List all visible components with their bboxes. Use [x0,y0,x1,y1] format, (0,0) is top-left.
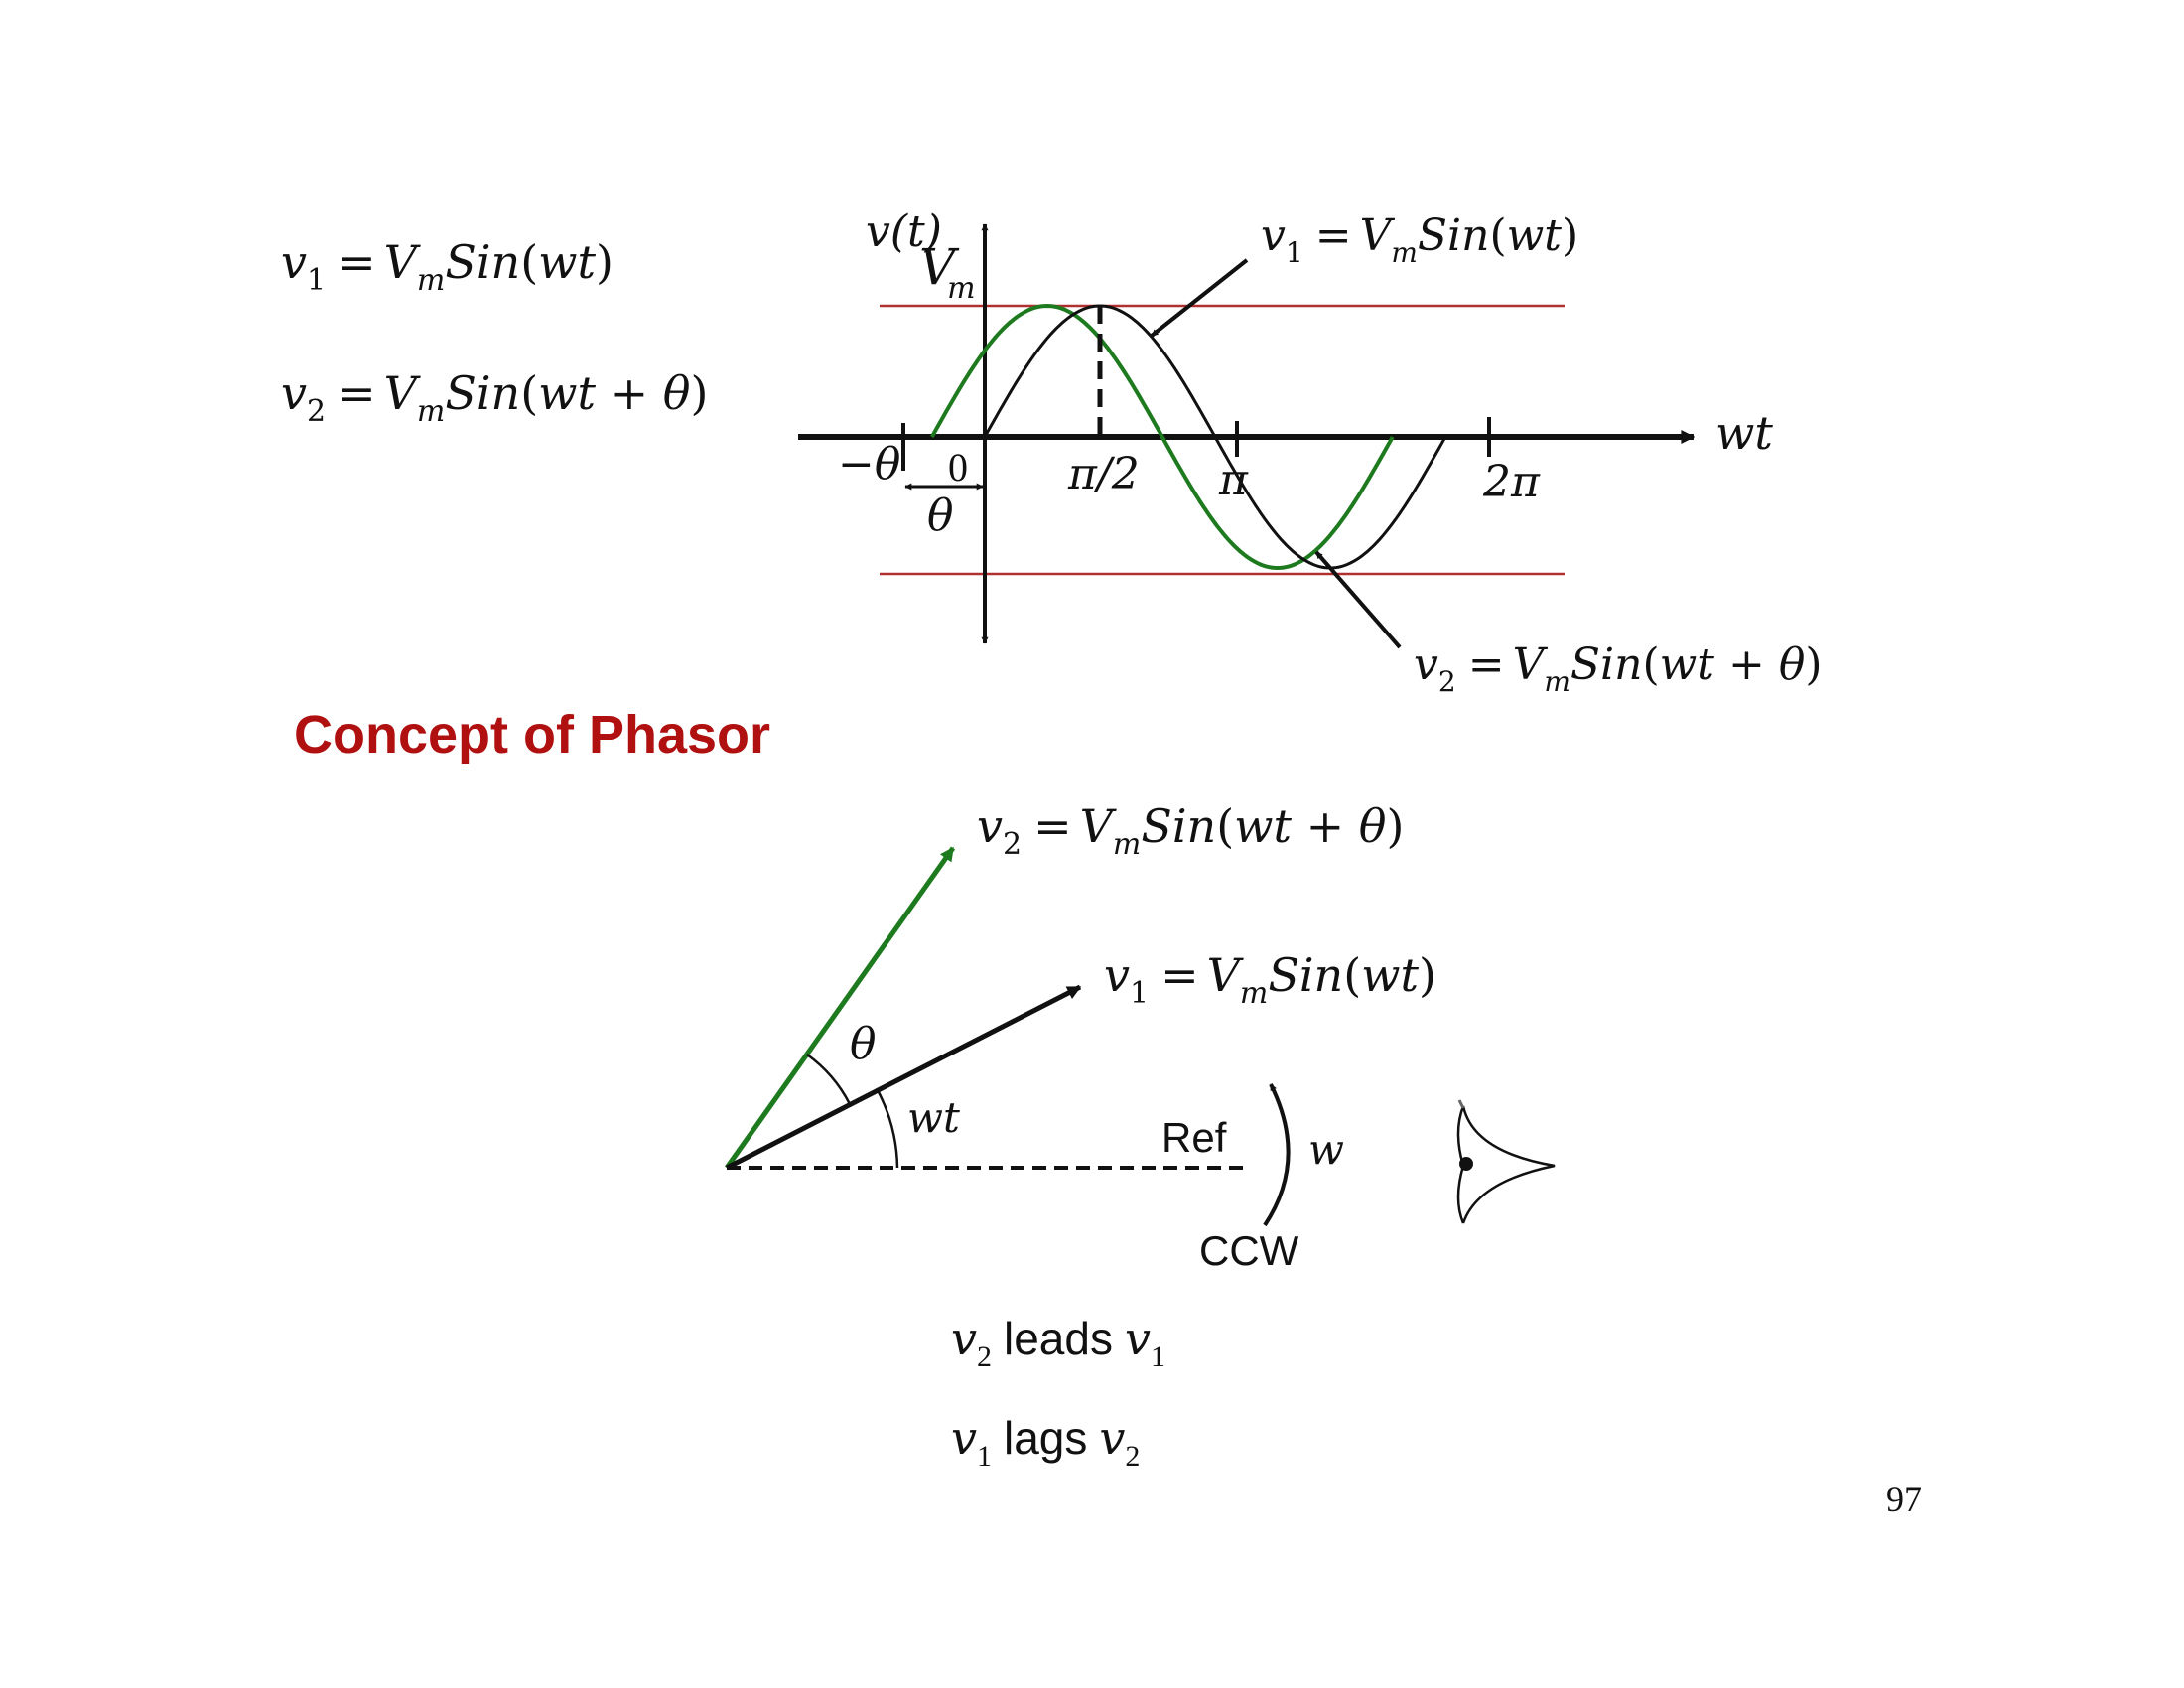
equation-v1: v1=VmSin(wt) [281,235,614,298]
callout-label-v1: v1=VmSin(wt) [1261,211,1578,269]
x-axis-label: wt [1715,406,1773,460]
rotation-label: CCW [1199,1227,1299,1274]
page-number: 97 [1886,1479,1922,1519]
wave-v1 [983,304,1447,570]
phasor-v1-arrow [725,984,1082,1171]
waveform-plot: v(t) Vm wt −θ 0 π/2 π 2π θ v1=VmSin(wt) … [798,207,1823,698]
theta-span-label: θ [927,491,954,541]
angle-label-wt: wt [907,1093,960,1142]
tick-label-zero: 0 [948,445,968,490]
tick-label-pi: π [1218,455,1249,505]
phasor-label-v2: v2=VmSin(wt + θ) [977,799,1404,862]
rotation-arrow-ccw [1263,1083,1291,1227]
phasor-v2-arrow [724,846,956,1170]
angle-label-theta: θ [850,1019,877,1069]
tick-label-half-pi: π/2 [1067,449,1140,499]
angle-arc-theta [806,1053,852,1105]
callout-label-v2: v2=VmSin(wt + θ) [1414,639,1823,698]
svg-text:v1=VmSin(wt): v1=VmSin(wt) [281,235,614,298]
svg-text:v2=VmSin(wt + θ): v2=VmSin(wt + θ) [281,366,708,429]
wave-v2 [930,303,1395,571]
eye-icon [1456,1099,1556,1224]
equation-v2: v2=VmSin(wt + θ) [281,366,708,429]
tick-label-two-pi: 2π [1482,457,1541,507]
section-title: Concept of Phasor [294,705,770,765]
callout-arrow-v2 [1314,550,1402,649]
angle-arc-wt [876,1089,899,1169]
tick-label-neg-theta: −θ [838,439,900,490]
ref-label: Ref [1161,1114,1227,1161]
omega-label: w [1308,1125,1344,1174]
vm-label: Vm [919,238,976,306]
callout-arrow-v1 [1150,258,1249,338]
y-axis-label: v(t) [866,207,942,257]
phasor-diagram: v2=VmSin(wt + θ) v1=VmSin(wt) θ wt Ref w… [724,799,1556,1274]
phasor-label-v1: v1=VmSin(wt) [1104,948,1436,1011]
